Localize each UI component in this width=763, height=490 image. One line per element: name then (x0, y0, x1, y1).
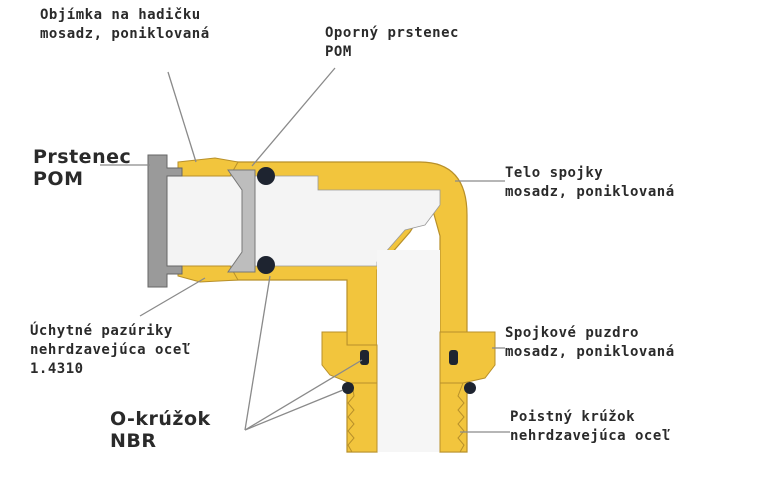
bore (164, 175, 441, 267)
label-support-ring: Oporný prstenec POM (325, 25, 459, 60)
label-lock-ring: Poistný krúžok nehrdzavejúca oceľ (510, 409, 671, 444)
oring (464, 382, 476, 394)
label-oring: O-krúžok NBR (110, 408, 211, 452)
oring (360, 350, 369, 365)
label-claws: Úchytné pazúriky nehrdzavejúca oceľ 1.43… (30, 323, 191, 377)
leader-lines (100, 67, 510, 433)
label-ring: Prstenec POM (33, 146, 132, 190)
pom-ring (147, 154, 183, 288)
oring (257, 167, 275, 185)
sleeve-part-bottom (177, 265, 239, 283)
label-nut: Spojkové puzdro mosadz, poniklovaná (505, 325, 675, 360)
oring (342, 382, 354, 394)
thread-right (439, 382, 465, 453)
sleeve-part (177, 157, 239, 177)
nut-part-right (439, 331, 496, 384)
thread (347, 382, 378, 453)
oring (257, 256, 275, 274)
label-sleeve: Objímka na hadičku mosadz, poniklovaná (40, 7, 210, 42)
bore-vertical (377, 250, 440, 452)
oring (449, 350, 458, 365)
label-body: Telo spojky mosadz, poniklovaná (505, 165, 675, 200)
support-ring (227, 169, 256, 273)
